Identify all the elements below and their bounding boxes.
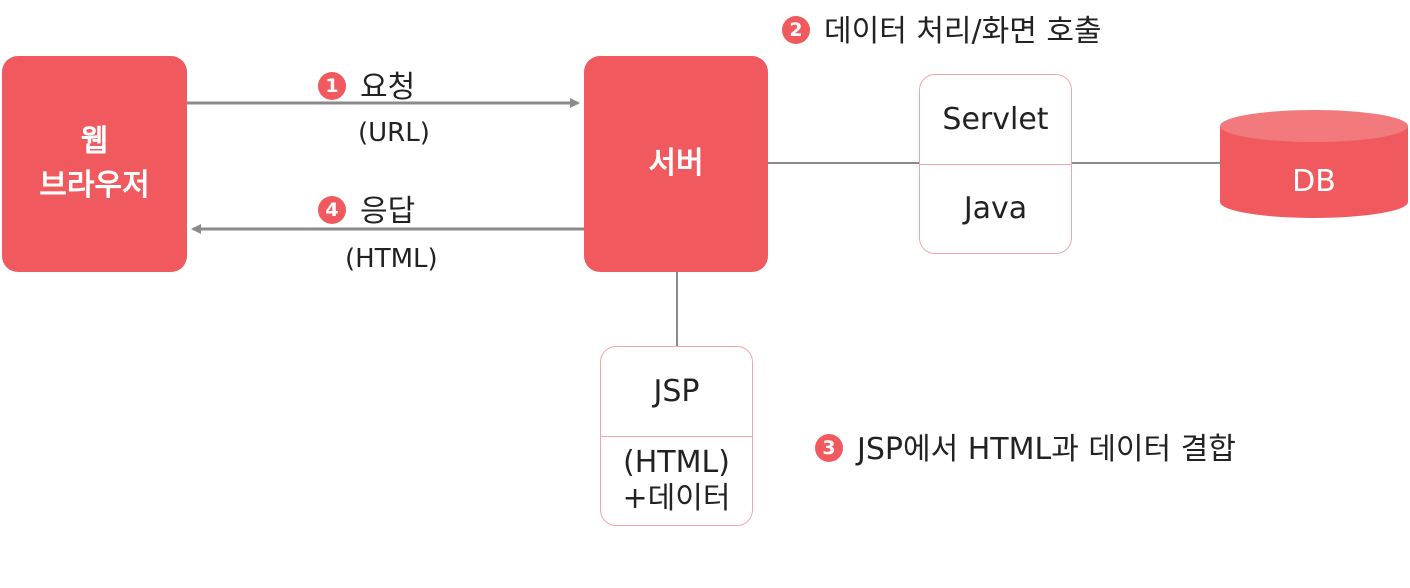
- data-label: +데이터: [622, 481, 731, 516]
- step1-label: 1 요청: [318, 62, 415, 106]
- servlet-java-box: Servlet Java: [919, 74, 1072, 254]
- step2-badge: 2: [782, 15, 810, 44]
- step1-badge: 1: [318, 71, 346, 100]
- step1-text: 요청: [360, 70, 416, 105]
- browser-label-line2: 브라우저: [39, 168, 150, 203]
- java-cell: Java: [920, 164, 1071, 253]
- web-browser-node: 웹 브라우저: [2, 56, 187, 272]
- step4-badge: 4: [318, 195, 346, 224]
- server-label: 서버: [648, 146, 704, 181]
- jsp-label: JSP: [653, 373, 700, 409]
- browser-label-line1: 웹: [80, 124, 109, 159]
- step4-sub: (HTML): [345, 244, 438, 274]
- html-label: (HTML): [623, 445, 730, 480]
- database-cylinder: [1220, 110, 1408, 218]
- step4-label: 4 응답: [318, 186, 415, 230]
- db-body: [1220, 126, 1408, 218]
- servlet-cell: Servlet: [920, 75, 1071, 164]
- server-node: 서버: [584, 56, 768, 272]
- db-label: DB: [1292, 164, 1336, 199]
- html-data-cell: (HTML) +데이터: [601, 436, 752, 525]
- step2-label: 2 데이터 처리/화면 호출: [782, 6, 1102, 50]
- step1-sub: (URL): [358, 118, 430, 148]
- step2-text: 데이터 처리/화면 호출: [824, 14, 1102, 49]
- servlet-label: Servlet: [942, 101, 1049, 137]
- java-label: Java: [963, 191, 1028, 226]
- db-top: [1220, 110, 1408, 142]
- step3-label: 3 JSP에서 HTML과 데이터 결합: [815, 424, 1236, 468]
- step3-text: JSP에서 HTML과 데이터 결합: [857, 432, 1236, 467]
- jsp-cell: JSP: [601, 347, 752, 436]
- step4-text: 응답: [360, 194, 416, 229]
- jsp-box: JSP (HTML) +데이터: [600, 346, 753, 526]
- step3-badge: 3: [815, 433, 843, 462]
